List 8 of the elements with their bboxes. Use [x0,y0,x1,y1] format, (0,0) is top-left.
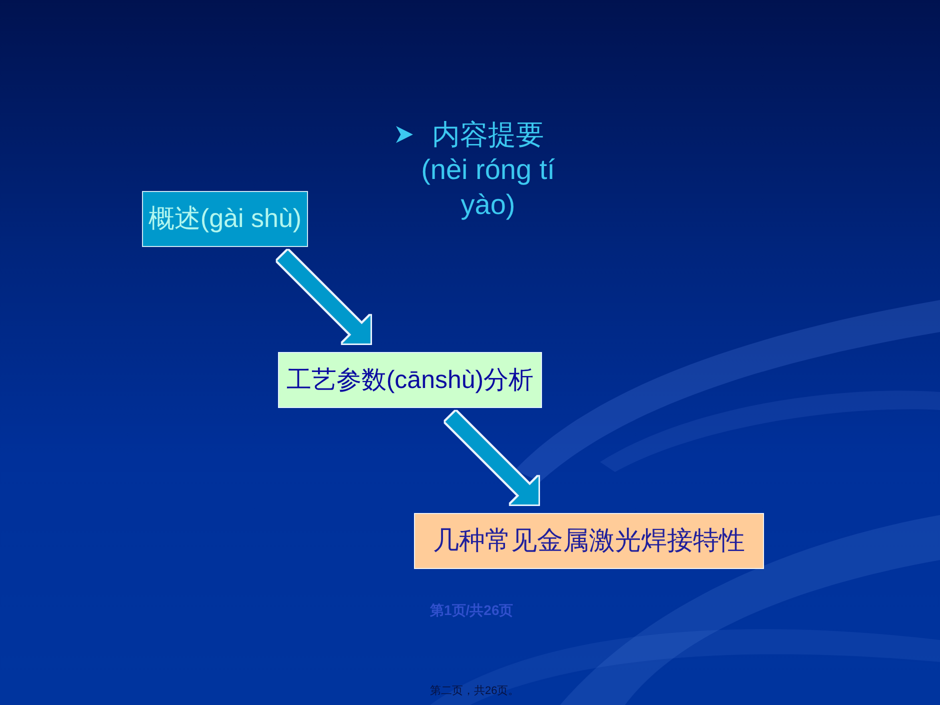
slide-title: 内容提要(nèi róng tí yào) [420,118,556,222]
box-label: 概述(gài shù) [148,204,302,234]
topic-box [142,191,308,247]
box-label: 工艺参数(cānshù)分析 [286,366,534,394]
page-footer-note: 第二页，共26页。 [430,685,520,698]
box-label: 几种常见金属激光焊接特性 [433,526,745,556]
topic-box [414,513,764,569]
topic-box [278,352,542,408]
